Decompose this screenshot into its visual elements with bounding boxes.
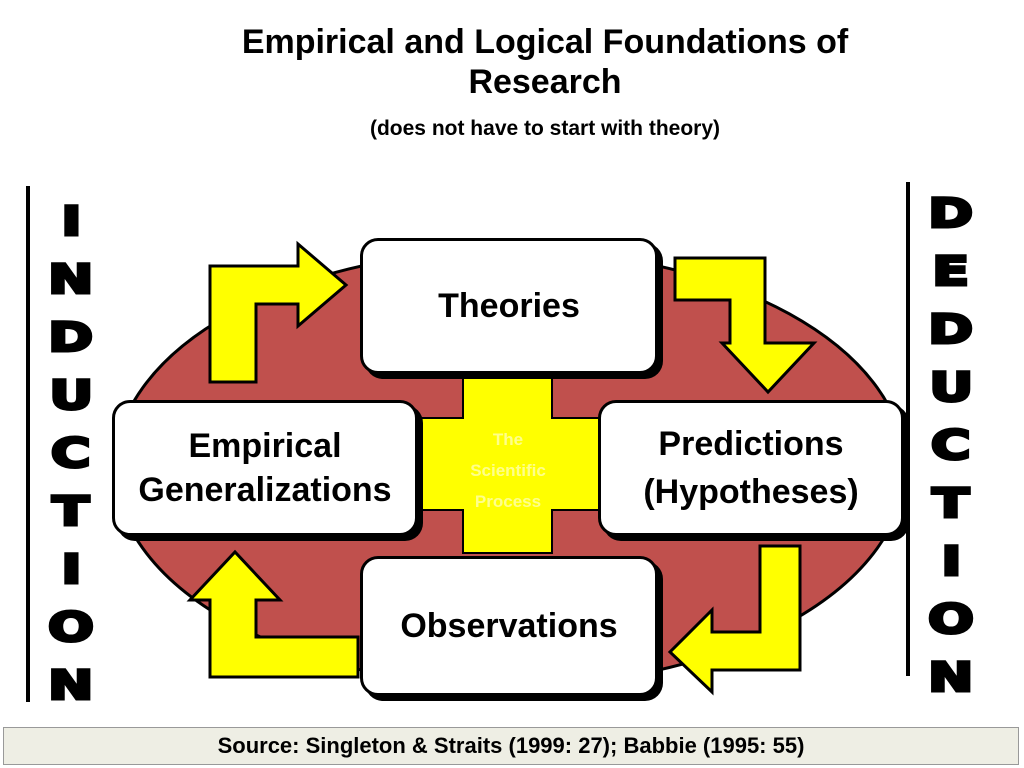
deduction-letter: D <box>927 306 976 355</box>
deduction-letter: T <box>931 480 972 529</box>
deduction-letter: O <box>926 596 976 645</box>
title-line-1: Empirical and Logical Foundations of <box>241 23 849 61</box>
deduction-divider <box>906 182 910 676</box>
induction-divider <box>26 186 30 702</box>
induction-letter: I <box>59 546 83 595</box>
theories-box: Theories <box>360 238 658 374</box>
arrow-deduction-down <box>673 256 818 395</box>
induction-letter: C <box>49 430 93 479</box>
deduction-letter: C <box>929 422 973 471</box>
center-label: The Scientific Process <box>420 424 596 517</box>
predictions-label-line-2: (Hypotheses) <box>643 473 859 511</box>
theories-label: Theories <box>438 286 580 325</box>
predictions-box: Predictions (Hypotheses) <box>598 400 904 536</box>
deduction-letter: U <box>927 364 975 413</box>
induction-letter: D <box>47 314 96 363</box>
arrow-induction-left-up <box>186 549 360 679</box>
induction-letter: N <box>46 662 95 711</box>
empirical-label-line-1: Empirical <box>188 427 342 465</box>
deduction-letter: E <box>930 248 971 297</box>
observations-label: Observations <box>400 606 618 645</box>
center-label-line-2: Scientific <box>470 461 546 480</box>
page-title: Empirical and Logical Foundations of Res… <box>150 22 940 102</box>
deduction-letter: I <box>939 538 963 587</box>
induction-letter: T <box>51 488 92 537</box>
title-line-2: Research <box>468 63 622 101</box>
empirical-label-line-2: Generalizations <box>138 471 392 509</box>
center-label-line-3: Process <box>474 492 542 511</box>
induction-letter: U <box>47 372 95 421</box>
arrow-deduction-left <box>667 544 802 696</box>
source-citation: Source: Singleton & Straits (1999: 27); … <box>3 727 1019 765</box>
page-subtitle: (does not have to start with theory) <box>369 117 721 140</box>
arrow-induction-up <box>208 240 349 384</box>
center-label-line-1: The <box>492 430 524 449</box>
empirical-generalizations-box: Empirical Generalizations <box>112 400 418 536</box>
induction-letter: I <box>59 198 83 247</box>
predictions-label-line-1: Predictions <box>658 425 844 463</box>
induction-letter: N <box>46 256 95 305</box>
induction-letter: O <box>46 604 96 653</box>
deduction-letter: N <box>926 654 975 703</box>
observations-box: Observations <box>360 556 658 696</box>
deduction-letter: D <box>927 190 976 239</box>
